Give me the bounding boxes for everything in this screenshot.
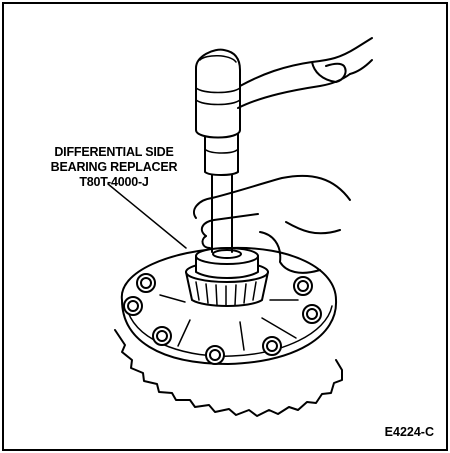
hammer-head-band — [195, 87, 241, 106]
ring-gear-teeth — [114, 329, 343, 417]
callout-line-3: T80T-4000-J — [79, 175, 149, 189]
upper-hand — [237, 37, 373, 109]
bolt-icon — [302, 304, 322, 324]
callout-line-2: BEARING REPLACER — [50, 160, 178, 174]
bolt-icon — [152, 326, 172, 346]
bolt-icon — [293, 276, 313, 296]
case-bolts — [123, 273, 322, 365]
lower-hand — [193, 174, 351, 274]
bolt-icon — [205, 345, 225, 365]
bolt-icon — [136, 273, 156, 293]
hammer-head — [195, 48, 241, 139]
replacer-shaft — [211, 167, 233, 253]
bearing-rollers — [195, 281, 257, 307]
hammer-face — [199, 55, 237, 63]
case-inner-rim — [127, 305, 333, 357]
hammer-handle-ring — [205, 149, 238, 154]
bolt-icon — [262, 336, 282, 356]
callout-label: DIFFERENTIAL SIDE BEARING REPLACER T80T-… — [30, 145, 198, 190]
callout-leader — [107, 183, 187, 249]
upper-hand-thumb — [349, 59, 373, 75]
callout-line-1: DIFFERENTIAL SIDE — [54, 145, 174, 159]
replacer-cup-boss — [212, 249, 242, 259]
figure-id: E4224-C — [384, 425, 434, 439]
bolt-icon — [123, 296, 143, 316]
lower-hand-fingertip — [201, 235, 211, 249]
case-web-lines — [159, 294, 299, 351]
